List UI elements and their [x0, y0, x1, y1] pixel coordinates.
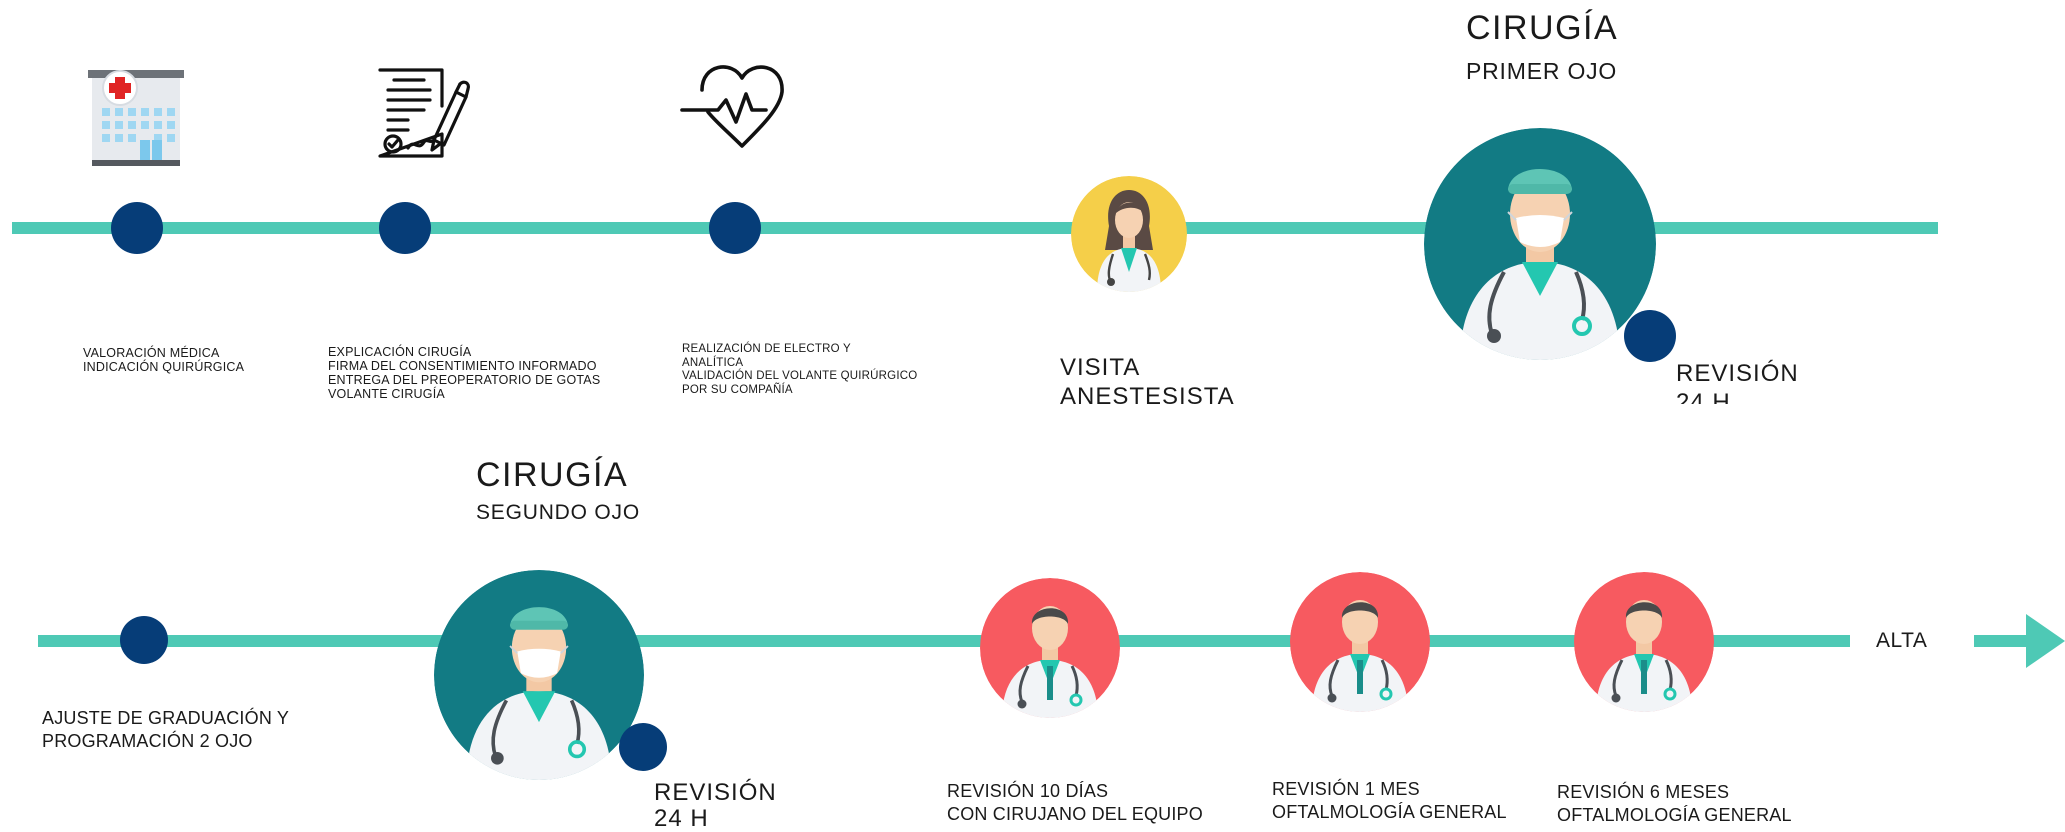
- surgeon-icon: [1424, 128, 1656, 360]
- arrow-head-icon: [2026, 614, 2065, 668]
- arrow-shaft: [1974, 635, 2034, 647]
- review-dot-24h-1: [1624, 310, 1676, 362]
- signed-document-icon: [372, 68, 472, 160]
- row-1: VALORACIÓN MÉDICA INDICACIÓN QUIRÚRGICA: [0, 0, 2065, 404]
- step-dot-electro: [709, 202, 761, 254]
- step-dot-ajuste: [120, 616, 168, 664]
- surgery-2-review-label: REVISIÓN 24 H: [654, 779, 777, 832]
- review-label-6-meses: REVISIÓN 6 MESES OFTALMOLOGÍA GENERAL: [1557, 782, 1792, 825]
- surgeon-icon: [434, 570, 644, 780]
- surgery-1-review-label: REVISIÓN 24 H: [1676, 360, 1799, 404]
- review-label-1-mes: REVISIÓN 1 MES OFTALMOLOGÍA GENERAL: [1272, 779, 1507, 822]
- step-label-electro: REALIZACIÓN DE ELECTRO Y ANALÍTICA VALID…: [682, 343, 918, 396]
- step-dot-valoracion: [111, 202, 163, 254]
- surgery-1-subtitle: PRIMER OJO: [1466, 58, 1618, 84]
- surgery-2-subtitle: SEGUNDO OJO: [476, 501, 640, 524]
- male-doctor-icon: [1290, 572, 1430, 712]
- female-doctor-icon: [1071, 176, 1187, 292]
- step-label-ajuste: AJUSTE DE GRADUACIÓN Y PROGRAMACIÓN 2 OJ…: [42, 708, 290, 751]
- step-label-explicacion: EXPLICACIÓN CIRUGÍA FIRMA DEL CONSENTIMI…: [328, 345, 601, 401]
- end-label-alta: ALTA: [1876, 629, 1928, 652]
- step-label-anestesista: VISITA ANESTESISTA: [1060, 354, 1235, 404]
- review-label-10-dias: REVISIÓN 10 DÍAS CON CIRUJANO DEL EQUIPO: [947, 781, 1203, 824]
- surgery-2-title: CIRUGÍA: [476, 456, 629, 494]
- male-doctor-icon: [1574, 572, 1714, 712]
- hospital-icon: [84, 64, 188, 168]
- male-doctor-icon: [980, 578, 1120, 718]
- heartbeat-icon: [680, 60, 792, 150]
- surgery-1-title: CIRUGÍA: [1466, 9, 1619, 47]
- review-dot-24h-2: [619, 723, 667, 771]
- step-dot-explicacion: [379, 202, 431, 254]
- step-label-valoracion: VALORACIÓN MÉDICA INDICACIÓN QUIRÚRGICA: [83, 346, 245, 374]
